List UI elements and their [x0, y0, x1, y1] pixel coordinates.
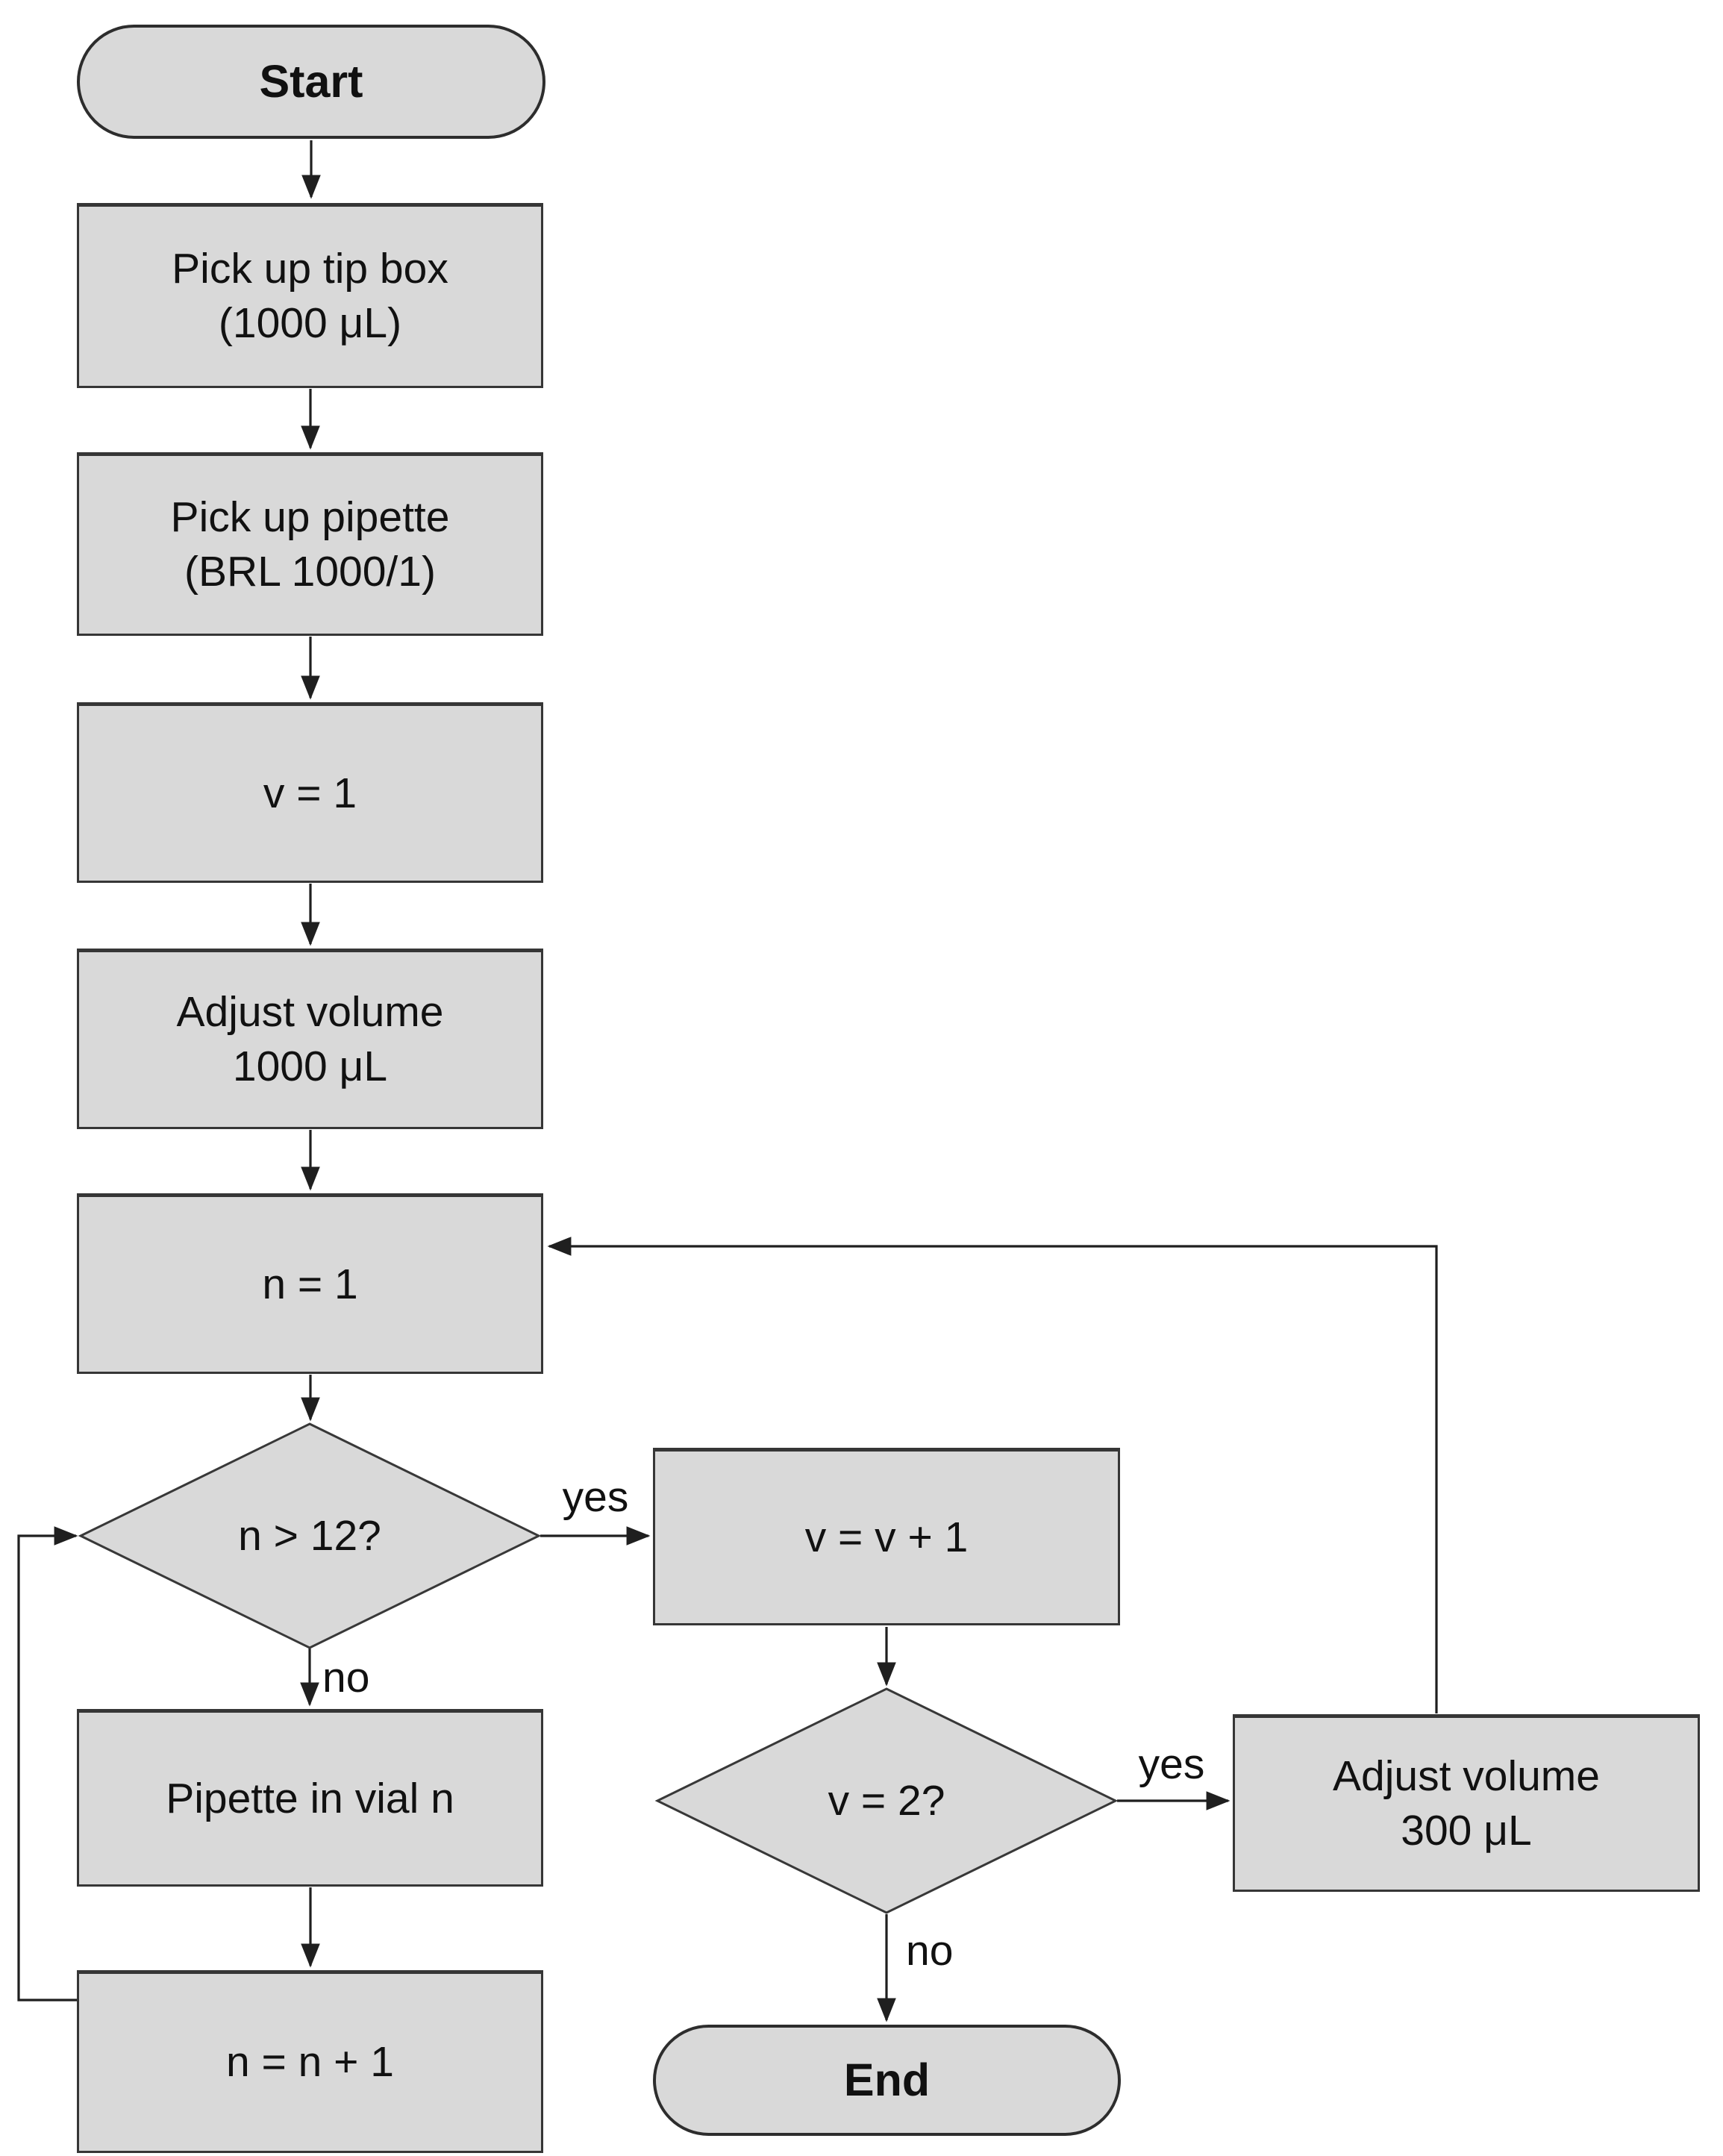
node-n-equals-1: n = 1: [77, 1193, 543, 1374]
node-pick-up-tip-box-label: Pick up tip box (1000 μL): [172, 242, 448, 351]
yes-n-text: yes: [562, 1473, 629, 1521]
edge-label-yes-v: yes: [1116, 1737, 1228, 1791]
node-end-label: End: [843, 2055, 931, 2106]
node-adjust-volume-300: Adjust volume 300 μL: [1233, 1714, 1700, 1892]
node-start-label: Start: [259, 56, 363, 107]
node-n-plus-1: n = n + 1: [77, 1970, 543, 2153]
adjust-1000-line2: 1000 μL: [232, 1043, 388, 1090]
node-pipette-in-vial-n-label: Pipette in vial n: [166, 1774, 454, 1822]
node-v-plus-1: v = v + 1: [653, 1448, 1120, 1625]
decision-n-gt-12-label: n > 12?: [81, 1424, 539, 1648]
node-n-equals-1-label: n = 1: [262, 1260, 358, 1308]
node-end: End: [653, 2025, 1121, 2136]
pick-tip-box-line1: Pick up tip box: [172, 245, 448, 293]
node-v-plus-1-label: v = v + 1: [804, 1513, 969, 1561]
edge-adjust-300-loop-to-n1: [547, 1237, 1438, 1713]
adjust-300-line2: 300 μL: [1401, 1807, 1532, 1855]
node-n-plus-1-label: n = n + 1: [225, 2038, 395, 2087]
decision-v-eq-2-label: v = 2?: [657, 1689, 1116, 1913]
node-adjust-volume-1000-label: Adjust volume 1000 μL: [176, 985, 443, 1094]
edge-n-plus-1-loop-to-n-gt-12: [17, 1526, 78, 2002]
adjust-300-line1: Adjust volume: [1332, 1752, 1600, 1801]
pick-pipette-line2: (BRL 1000/1): [184, 548, 436, 596]
node-adjust-volume-1000: Adjust volume 1000 μL: [77, 949, 543, 1129]
decision-v-eq-2-shape: [654, 1687, 1119, 1914]
pick-tip-box-line2: (1000 μL): [218, 299, 402, 347]
decision-n-gt-12-shape: [78, 1422, 542, 1649]
edge-label-yes-n: yes: [536, 1470, 655, 1524]
edge-label-no-n: no: [322, 1651, 419, 1705]
n-gt-12-text: n > 12?: [238, 1512, 381, 1560]
node-pick-up-pipette: Pick up pipette (BRL 1000/1): [77, 452, 543, 636]
node-adjust-volume-300-label: Adjust volume 300 μL: [1333, 1749, 1600, 1858]
no-v-text: no: [906, 1927, 954, 1975]
node-v-equals-1-label: v = 1: [263, 769, 357, 817]
adjust-1000-line1: Adjust volume: [176, 988, 444, 1037]
yes-v-text: yes: [1138, 1740, 1205, 1788]
node-start: Start: [77, 25, 545, 139]
pick-pipette-line1: Pick up pipette: [170, 493, 450, 542]
node-pick-up-tip-box: Pick up tip box (1000 μL): [77, 203, 543, 388]
edge-label-no-v: no: [906, 1924, 1003, 1978]
node-pick-up-pipette-label: Pick up pipette (BRL 1000/1): [171, 490, 450, 599]
node-v-equals-1: v = 1: [77, 702, 543, 883]
no-n-text: no: [322, 1654, 370, 1702]
node-pipette-in-vial-n: Pipette in vial n: [77, 1709, 543, 1887]
v-eq-2-text: v = 2?: [828, 1777, 945, 1825]
